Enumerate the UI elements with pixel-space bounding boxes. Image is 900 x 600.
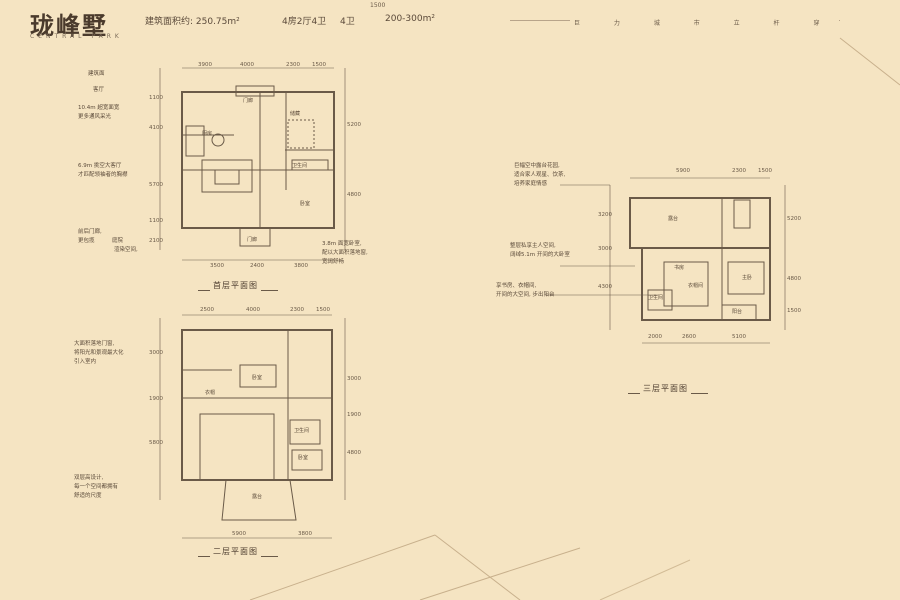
plan2-room-closet: 衣帽 <box>205 390 216 396</box>
plan3-dim-left-2: 3000 <box>598 246 612 252</box>
plan3-note-3: 培养家庭情感 <box>514 181 548 187</box>
plan3-room-master: 主卧 <box>742 275 753 281</box>
plan3-note-2: 适合家人观星、饮茶, <box>514 172 566 178</box>
plan2-dim-top-4: 1500 <box>316 307 330 313</box>
plan2-note-3: 引入室内 <box>74 359 97 365</box>
plan3-dim-top-1: 5900 <box>676 168 690 174</box>
plan1-room-porch-top: 门廊 <box>243 98 254 104</box>
plan3-dim-top-2: 2300 <box>732 168 746 174</box>
plan2-dim-right-2: 1900 <box>347 412 361 418</box>
plan1-note-2: 客厅 <box>93 87 105 93</box>
plan3-room-closet: 衣帽间 <box>688 283 704 289</box>
plan1-dim-top-4: 1500 <box>312 62 326 68</box>
plan1-dim-top-3: 2300 <box>286 62 300 68</box>
plan2-dim-right-1: 3000 <box>347 376 361 382</box>
plan2-note-4: 双层高设计, <box>74 475 104 481</box>
plan1-note-6: 才匹配领袖者的胸襟 <box>78 172 128 178</box>
plan1-note-1: 建筑面 <box>88 71 105 77</box>
plan2-note-5: 每一个空间都拥有 <box>74 484 119 490</box>
top-dimension: 1500 <box>370 2 386 9</box>
plan1-dim-left-2: 4100 <box>149 125 163 131</box>
plan2-note-2: 将阳光和景观最大化 <box>74 350 124 356</box>
plan3-note-5: 阔绰5.1m 开间的大卧室 <box>510 252 570 258</box>
plan1-dim-bottom-3: 3800 <box>294 263 308 269</box>
plan1-dim-left-4: 1100 <box>149 218 163 224</box>
baths-spec: 4卫 <box>340 17 355 27</box>
plan2-dim-left-3: 5800 <box>149 440 163 446</box>
plan1-room-bedroom: 卧室 <box>300 201 311 207</box>
plan3-room-study: 书房 <box>674 265 685 271</box>
plan2-dim-left-1: 3000 <box>149 350 163 356</box>
plan3-dim-left-1: 3200 <box>598 212 612 218</box>
plan1-note-5: 6.9m 挑空大客厅 <box>78 163 122 169</box>
plan3-dim-bottom-2: 2600 <box>682 334 696 340</box>
plan1-dim-bottom-1: 3500 <box>210 263 224 269</box>
plan1-dim-right-1: 5200 <box>347 122 361 128</box>
plan3-room-balcony: 阳台 <box>732 309 743 315</box>
plan3-note-6: 享书房、衣帽间, <box>496 283 537 289</box>
plan1-room-kitchen: 厨房 <box>202 131 213 137</box>
plan2-room-bath: 卫生间 <box>294 428 310 434</box>
plan2-dim-left-2: 1900 <box>149 396 163 402</box>
plan2-dim-bottom-2: 3800 <box>298 531 312 537</box>
plan2-dim-top-1: 2500 <box>200 307 214 313</box>
plan3-room-terrace: 露台 <box>668 216 679 222</box>
plan1-note-7: 前后门廊, <box>78 229 102 235</box>
plan2-room-terrace: 露台 <box>252 494 263 500</box>
plan3-dim-top-3: 1500 <box>758 168 772 174</box>
plan2-note-1: 大面积落地门窗, <box>74 341 115 347</box>
area-spec: 建筑面积约: 250.75m² <box>145 17 240 27</box>
plan3-dim-left-3: 4300 <box>598 284 612 290</box>
plan1-note-13: 宽阔舒畅 <box>322 259 345 265</box>
plan3-dim-right-2: 4800 <box>787 276 801 282</box>
plan1-dim-bottom-2: 2400 <box>250 263 264 269</box>
plan3-dim-right-3: 1500 <box>787 308 801 314</box>
plan1-dim-top-1: 3900 <box>198 62 212 68</box>
plan3-note-7: 开间的大空间, 步出阳台 <box>496 292 555 298</box>
plan1-note-8: 更包揽 <box>78 238 95 244</box>
plan1-note-9: 庭院 <box>112 238 124 244</box>
plan1-note-12: 配以大面积落地窗, <box>322 250 368 256</box>
plan3-note-4: 整层私享主人空间, <box>510 243 556 249</box>
plan1-note-3: 10.4m 超宽面宽 <box>78 105 120 111</box>
plan3-dim-bottom-1: 2000 <box>648 334 662 340</box>
project-title: 珑峰墅 <box>30 11 108 40</box>
plan3-label: 三层平面图 <box>640 383 691 394</box>
plan2-dim-right-3: 4800 <box>347 450 361 456</box>
plan1-room-bath: 卫生间 <box>292 163 308 169</box>
plan2-dim-bottom-1: 5900 <box>232 531 246 537</box>
rooms-spec: 4房2厅4卫 <box>282 17 327 27</box>
plan3-dim-right-1: 5200 <box>787 216 801 222</box>
plan3-note-1: 巨幅空中露台花园, <box>514 163 560 169</box>
plan1-note-4: 更多通风采光 <box>78 114 112 120</box>
plan2-room-bedroom-2: 卧室 <box>298 455 309 461</box>
plan1-dim-left-3: 5700 <box>149 182 163 188</box>
plan1-dim-top-2: 4000 <box>240 62 254 68</box>
plan3-room-bath: 卫生间 <box>648 295 664 301</box>
plan1-dim-left-5: 2100 <box>149 238 163 244</box>
project-subtitle: CENTRAL PARK <box>30 33 123 40</box>
plan2-note-6: 舒适的尺度 <box>74 493 102 499</box>
plan1-dim-left-1: 1100 <box>149 95 163 101</box>
plan1-label: 首层平面图 <box>210 280 261 291</box>
plan2-label: 二层平面图 <box>210 546 261 557</box>
plan2-dim-top-3: 2300 <box>290 307 304 313</box>
plan1-note-11: 3.8m 面宽卧室, <box>322 241 362 247</box>
plan1-room-storage: 储藏 <box>290 111 301 117</box>
plan1-room-porch-bottom: 门廊 <box>247 237 258 243</box>
plan1-note-10: 渲染空间, <box>114 247 138 253</box>
plan3-dim-bottom-3: 5100 <box>732 334 746 340</box>
slogan-text: 巨 力 城 市 立 杆 穿 <box>570 18 840 27</box>
plan2-room-bedroom-1: 卧室 <box>252 375 263 381</box>
plan1-dim-right-2: 4800 <box>347 192 361 198</box>
plan2-dim-top-2: 4000 <box>246 307 260 313</box>
garden-spec: 200-300m² <box>385 14 435 24</box>
